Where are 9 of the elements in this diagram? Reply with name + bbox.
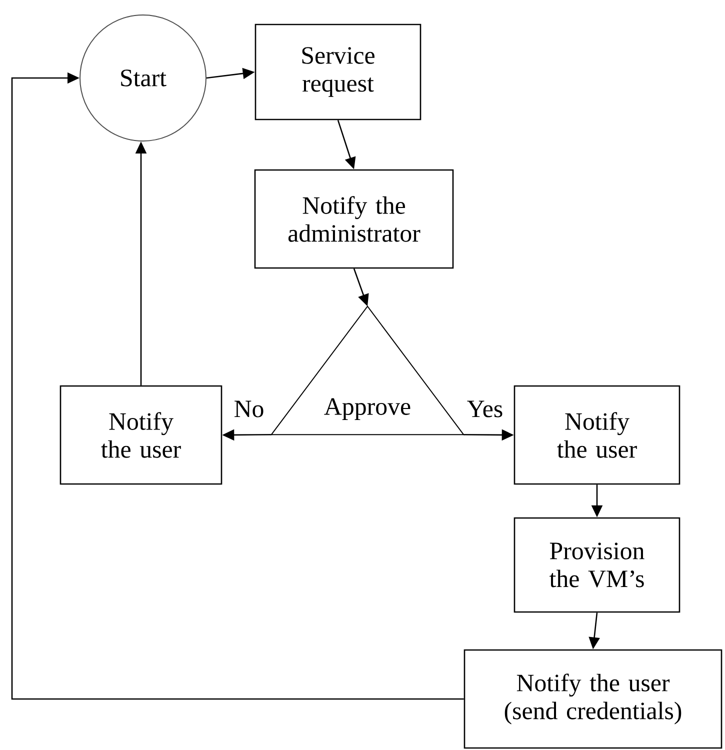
process-box: Provision the VM’s — [514, 517, 680, 613]
arrow — [11, 72, 464, 700]
process-box: Notify the user (send credentials) — [464, 649, 722, 749]
process-box: Notify the user — [514, 385, 680, 485]
process-box: Service request — [254, 24, 422, 120]
edge-label: Yes — [466, 400, 504, 418]
edge-label: No — [232, 400, 266, 418]
process-box: Notify the user — [60, 385, 222, 485]
process-box: Notify the administrator — [254, 169, 454, 269]
